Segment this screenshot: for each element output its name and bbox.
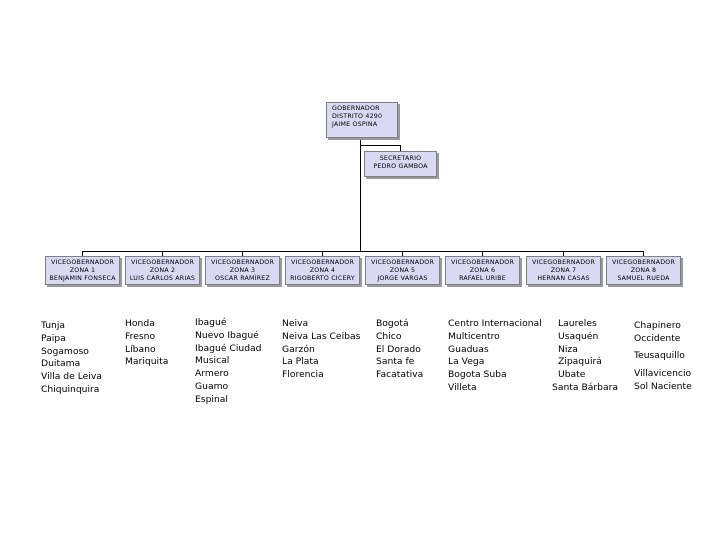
city-item: Guaduas bbox=[448, 343, 489, 355]
city-item: Multicentro bbox=[448, 330, 500, 342]
zone-1-number: ZONA 1 bbox=[69, 267, 96, 274]
zone-4-cities: Neiva Neiva Las Ceibas Garzón La Plata F… bbox=[282, 318, 360, 382]
city-item: Villa de Leiva bbox=[41, 371, 102, 383]
city-item: Honda bbox=[125, 318, 155, 329]
zone-6-title: VICEGOBERNADOR bbox=[450, 259, 515, 266]
zone-3-leader: OSCAR RAMÍREZ bbox=[214, 275, 271, 282]
city-item: Villeta bbox=[448, 381, 477, 393]
city-item: La Plata bbox=[282, 356, 319, 368]
zone-2-title: VICEGOBERNADOR bbox=[130, 259, 195, 266]
city-item: La Vega bbox=[448, 356, 485, 368]
zone-4-leader: RIGOBERTO CICERY bbox=[290, 275, 355, 282]
city-item: Espinal bbox=[195, 393, 228, 405]
city-item: Sogamoso bbox=[41, 345, 89, 357]
zone-2-number: ZONA 2 bbox=[149, 267, 176, 274]
city-item: Santa Bárbara bbox=[552, 381, 619, 393]
zone-6-cities: Centro Internacional Multicentro Guaduas… bbox=[448, 318, 542, 395]
city-item: Laureles bbox=[558, 318, 597, 329]
city-item: Usaquén bbox=[558, 330, 599, 342]
zone-2-cities: Honda Fresno Líbano Mariquita bbox=[125, 318, 168, 369]
city-item: Armero bbox=[195, 368, 229, 380]
zone-6-leader: RAFAEL URIBE bbox=[459, 275, 506, 282]
governor-name: JAIME OSPINA bbox=[332, 121, 378, 128]
zone-8-box: VICEGOBERNADOR ZONA 8 SAMUEL RUEDA bbox=[606, 256, 681, 285]
city-item: Ubate bbox=[558, 369, 586, 381]
zone-6-box: VICEGOBERNADOR ZONA 6 RAFAEL URIBE bbox=[445, 256, 520, 285]
city-item: Neiva Las Ceibas bbox=[282, 330, 361, 342]
governor-title: GOBERNADOR bbox=[332, 105, 380, 112]
zone-1-box: VICEGOBERNADOR ZONA 1 BENJAMIN FONSECA bbox=[45, 256, 120, 285]
zone-7-title: VICEGOBERNADOR bbox=[531, 259, 596, 266]
zone-5-title: VICEGOBERNADOR bbox=[370, 259, 435, 266]
city-item: Sol Naciente bbox=[634, 381, 692, 393]
zone-7-cities: Laureles Usaquén Niza Zipaquirá Ubate Sa… bbox=[552, 318, 618, 395]
city-item: Bogota Suba bbox=[448, 369, 507, 381]
city-item: Líbano bbox=[125, 343, 156, 355]
zone-3-cities: Ibagué Nuevo Ibagué Ibagué Ciudad Musica… bbox=[195, 317, 261, 407]
zone-6-number: ZONA 6 bbox=[469, 267, 496, 274]
city-item: Duitama bbox=[41, 358, 81, 370]
zone-8-cities: Chapinero Occidente Teusaquillo Villavic… bbox=[634, 320, 692, 394]
zone-7-leader: HERNAN CASAS bbox=[537, 275, 590, 282]
city-item: Ibagué bbox=[195, 317, 227, 328]
governor-district: DISTRITO 4290 bbox=[332, 113, 383, 120]
city-item: Chiquinquira bbox=[41, 383, 100, 395]
city-item: Neiva bbox=[282, 318, 309, 329]
zone-8-number: ZONA 8 bbox=[630, 267, 657, 274]
zone-8-leader: SAMUEL RUEDA bbox=[617, 275, 670, 282]
city-item: Guamo bbox=[195, 380, 229, 392]
zone-3-box: VICEGOBERNADOR ZONA 3 OSCAR RAMÍREZ bbox=[205, 256, 280, 285]
city-item: Nuevo Ibagué bbox=[195, 329, 259, 341]
secretary-box: SECRETARIO PEDRO GAMBOA bbox=[364, 151, 437, 177]
city-item: Chapinero bbox=[634, 320, 681, 331]
zone-2-leader: LUIS CARLOS ARIAS bbox=[129, 275, 196, 282]
zone-4-box: VICEGOBERNADOR ZONA 4 RIGOBERTO CICERY bbox=[285, 256, 360, 285]
city-item: Santa fe bbox=[376, 356, 415, 368]
city-item: Florencia bbox=[282, 369, 324, 381]
city-item: Teusaquillo bbox=[634, 349, 685, 361]
zone-1-cities: Tunja Paipa Sogamoso Duitama Villa de Le… bbox=[41, 320, 102, 397]
zone-1-leader: BENJAMIN FONSECA bbox=[49, 275, 116, 282]
city-item: El Dorado bbox=[376, 343, 421, 355]
governor-box: GOBERNADOR DISTRITO 4290 JAIME OSPINA bbox=[326, 102, 398, 138]
zone-4-title: VICEGOBERNADOR bbox=[290, 259, 355, 266]
city-item: Chico bbox=[376, 330, 402, 342]
zone-5-cities: Bogotá Chico El Dorado Santa fe Facatati… bbox=[376, 318, 423, 382]
zone-2-box: VICEGOBERNADOR ZONA 2 LUIS CARLOS ARIAS bbox=[125, 256, 200, 285]
zone-5-leader: JORGE VARGAS bbox=[377, 275, 428, 282]
city-item: Facatativa bbox=[376, 369, 424, 381]
city-item: Zipaquirá bbox=[558, 356, 602, 368]
zone-7-box: VICEGOBERNADOR ZONA 7 HERNAN CASAS bbox=[526, 256, 601, 285]
zone-7-number: ZONA 7 bbox=[550, 267, 577, 274]
city-item: Niza bbox=[558, 343, 578, 355]
zone-1-title: VICEGOBERNADOR bbox=[50, 259, 115, 266]
city-item: Paipa bbox=[41, 332, 66, 344]
city-item: Fresno bbox=[125, 330, 156, 342]
city-item: Bogotá bbox=[376, 318, 409, 329]
city-item: Ibagué Ciudad bbox=[195, 342, 262, 354]
city-item: Tunja bbox=[41, 320, 66, 331]
city-item: Garzón bbox=[282, 343, 315, 355]
city-item: Mariquita bbox=[125, 356, 169, 368]
city-item: Villavicencio bbox=[634, 368, 692, 380]
zone-3-number: ZONA 3 bbox=[229, 267, 256, 274]
zone-5-number: ZONA 5 bbox=[389, 267, 416, 274]
zone-3-title: VICEGOBERNADOR bbox=[210, 259, 275, 266]
zone-8-title: VICEGOBERNADOR bbox=[611, 259, 676, 266]
city-item: Musical bbox=[195, 355, 230, 367]
zone-5-box: VICEGOBERNADOR ZONA 5 JORGE VARGAS bbox=[365, 256, 440, 285]
city-item: Centro Internacional bbox=[448, 318, 542, 329]
secretary-name: PEDRO GAMBOA bbox=[373, 163, 428, 170]
zone-4-number: ZONA 4 bbox=[309, 267, 336, 274]
city-item: Occidente bbox=[634, 332, 681, 344]
secretary-title: SECRETARIO bbox=[379, 155, 422, 162]
